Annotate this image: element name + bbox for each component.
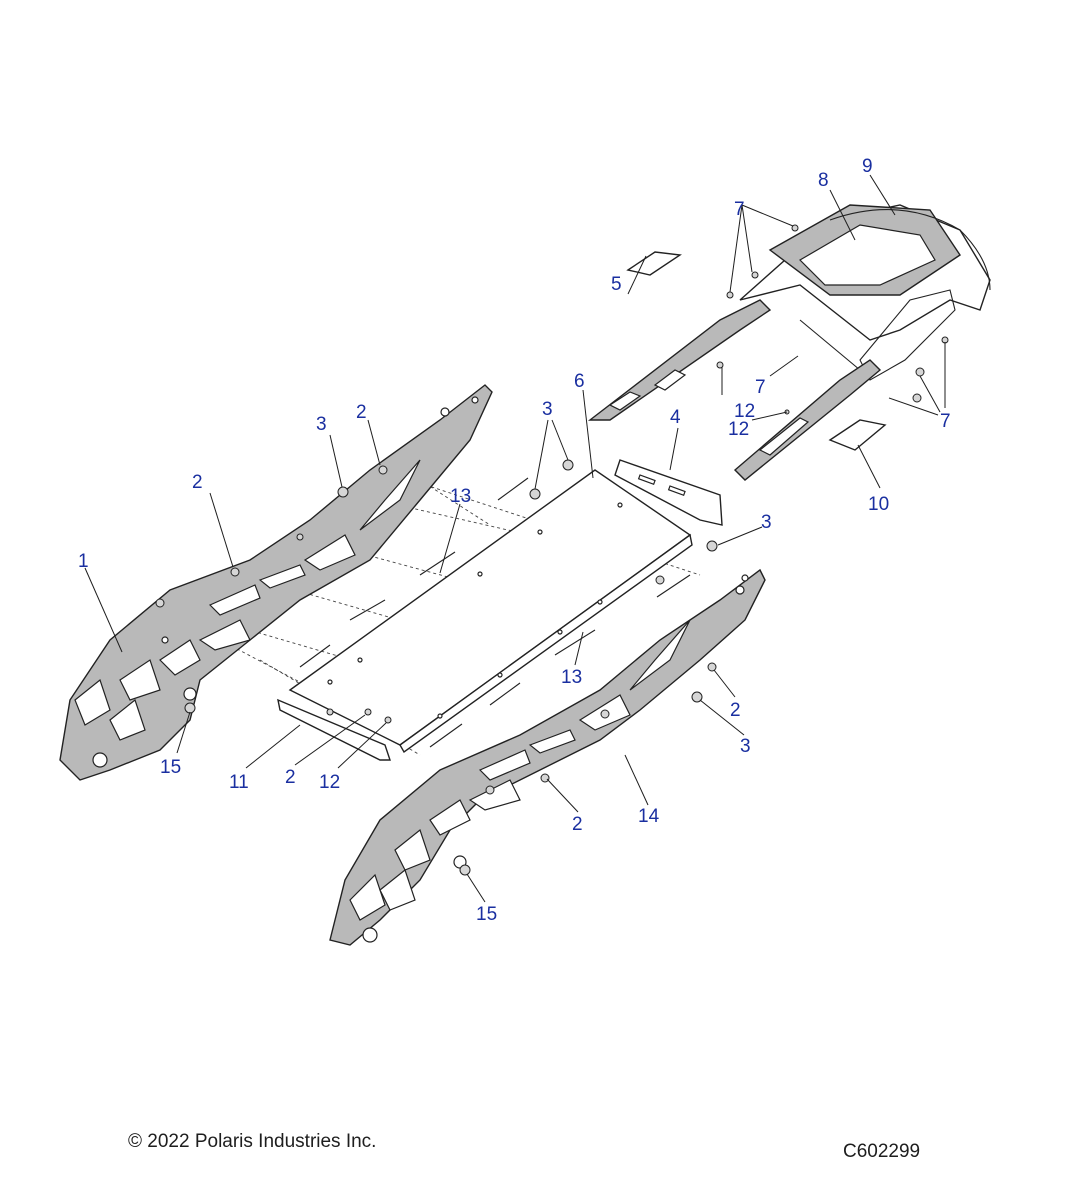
callout-7: 7 xyxy=(940,411,951,432)
callout-7: 7 xyxy=(755,377,766,398)
figure-id: C602299 xyxy=(843,1141,921,1162)
callout-labels: 1 2 2 2 2 2 3 3 3 3 4 5 6 7 7 7 8 9 10 1… xyxy=(78,156,951,925)
leader-lines xyxy=(84,174,946,903)
callout-6: 6 xyxy=(574,371,585,392)
callout-8: 8 xyxy=(818,170,829,191)
callout-3: 3 xyxy=(316,414,327,435)
callout-13: 13 xyxy=(561,667,582,688)
left-side-rail xyxy=(59,384,493,781)
right-side-rail xyxy=(329,568,766,946)
callout-2: 2 xyxy=(192,472,203,493)
callout-15: 15 xyxy=(160,757,181,778)
callout-2: 2 xyxy=(572,814,583,835)
callout-3: 3 xyxy=(740,736,751,757)
tunnel-panel xyxy=(288,469,693,754)
callout-12: 12 xyxy=(728,419,749,440)
hardware xyxy=(155,224,949,876)
callout-9: 9 xyxy=(862,156,873,177)
callout-10: 10 xyxy=(868,494,889,515)
callout-14: 14 xyxy=(638,806,660,827)
callout-3: 3 xyxy=(542,399,553,420)
callout-12: 12 xyxy=(319,772,340,793)
callout-3: 3 xyxy=(761,512,772,533)
callout-1: 1 xyxy=(78,551,89,572)
rear-frame-rails xyxy=(587,299,882,481)
callout-5: 5 xyxy=(611,274,622,295)
callout-15: 15 xyxy=(476,904,497,925)
callout-4: 4 xyxy=(670,407,681,428)
callout-11: 11 xyxy=(229,772,249,793)
decal-10 xyxy=(828,419,887,451)
rear-bracket xyxy=(614,459,723,526)
callout-7: 7 xyxy=(734,199,745,220)
decal-5 xyxy=(626,251,682,276)
callout-2: 2 xyxy=(356,402,367,423)
callout-12: 12 xyxy=(734,401,755,422)
callout-2: 2 xyxy=(285,767,296,788)
callout-2: 2 xyxy=(730,700,741,721)
callout-13: 13 xyxy=(450,486,471,507)
rear-frame-assembly xyxy=(739,204,991,381)
rods xyxy=(299,477,691,748)
copyright-notice: © 2022 Polaris Industries Inc. xyxy=(128,1131,377,1152)
